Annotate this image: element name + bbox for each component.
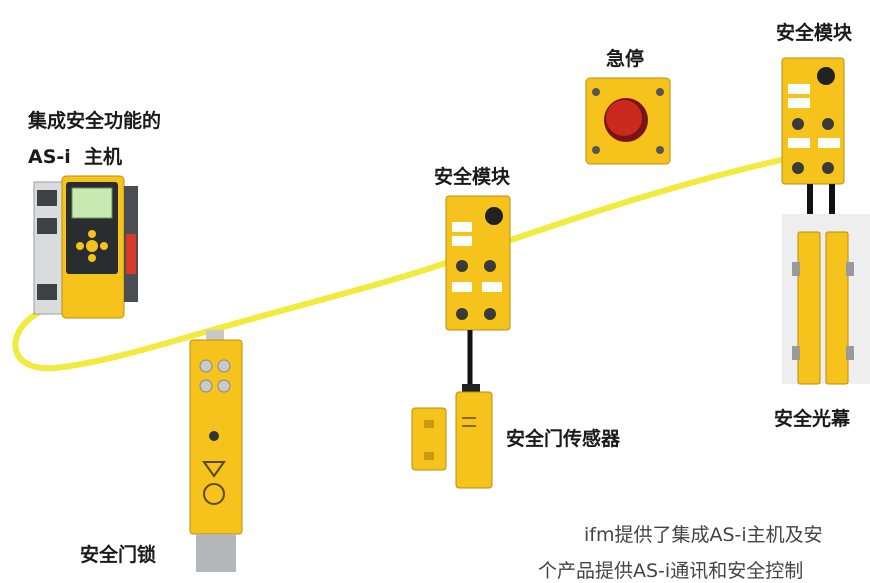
label-master-line2: AS-i 主机 [28,146,123,168]
label-estop: 急停 [606,48,645,70]
label-module-middle: 安全模块 [434,166,511,188]
label-door-lock: 安全门锁 [80,544,157,566]
emergency-stop-device [585,77,671,165]
asi-cable [12,155,793,372]
safety-module-right-device [781,57,845,236]
label-master-line1: 集成安全功能的 [28,110,162,132]
label-light-curtain: 安全光幕 [774,408,851,430]
label-module-right: 安全模块 [776,22,853,44]
safety-door-sensor-device [411,384,493,489]
label-door-sensor: 安全门传感器 [506,428,621,450]
asi-master-device [33,175,138,319]
safety-light-curtain-device [782,214,870,385]
safety-door-lock-device [189,330,243,572]
caption-line1: ifm提供了集成AS-i主机及安 [584,524,823,546]
caption-line2: 个产品提供AS-i通讯和安全控制 [538,560,804,582]
safety-module-middle-device [445,195,511,392]
